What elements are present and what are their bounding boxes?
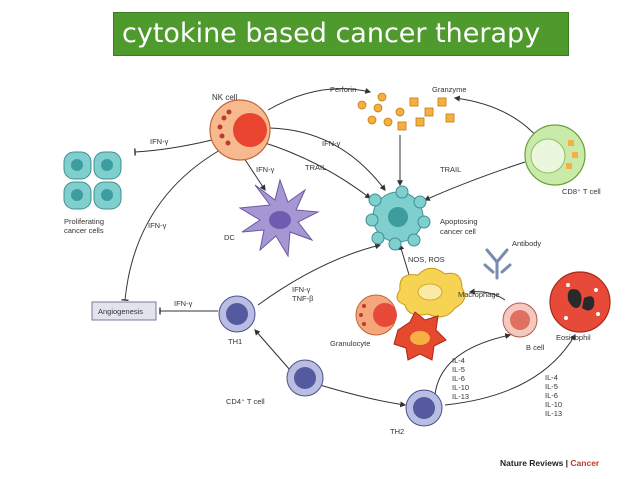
nk-cell-label: NK cell <box>212 93 238 102</box>
granzyme-label: Granzyme <box>432 85 467 94</box>
il-b-6: IL-6 <box>545 391 558 400</box>
arrow-th2-to-eosinophil <box>444 333 576 406</box>
arrow-nk-trail-to-apoptosing <box>261 141 371 199</box>
apoptosing-label-line2: cancer cell <box>440 227 476 236</box>
cd4-t-cell <box>286 359 324 397</box>
arrow-macrophage-to-apoptosing <box>398 243 411 279</box>
il-b-5: IL-5 <box>545 382 558 391</box>
apoptosing-cancer-cell <box>365 185 431 251</box>
th1-label: TH1 <box>228 337 242 346</box>
arrow-nk-to-perforin <box>267 87 372 111</box>
dendritic-cell <box>238 178 320 258</box>
ifn-gamma-label-th1-apoptosing: IFN-γ <box>292 285 311 294</box>
slide-title: cytokine based cancer therapy <box>113 12 569 56</box>
arrow-th2-to-bcell <box>434 333 512 396</box>
credit-journal: Cancer <box>570 458 600 468</box>
macrophage-label: Macrophage <box>458 290 500 299</box>
b-cell-label: B cell <box>526 343 545 352</box>
angiogenesis-label: Angiogenesis <box>98 307 143 316</box>
il-a-10: IL-10 <box>452 383 469 392</box>
ifn-gamma-label-dc: IFN-γ <box>256 165 275 174</box>
il-list-eosinophil: IL-4 IL-5 IL-6 IL-10 IL-13 <box>545 373 562 418</box>
il-a-13: IL-13 <box>452 392 469 401</box>
credit-separator: | <box>563 458 570 468</box>
arrow-cd4-to-th1 <box>254 329 291 371</box>
il-list-th2: IL-4 IL-5 IL-6 IL-10 IL-13 <box>452 356 469 401</box>
b-cell <box>502 302 538 338</box>
connectors <box>121 87 576 408</box>
antibody-label: Antibody <box>512 239 541 248</box>
inhibit-nk-to-angiogenesis <box>121 149 221 302</box>
tnf-beta-label: TNF-β <box>292 294 314 303</box>
arrow-nk-ifn-to-apoptosing <box>269 127 386 191</box>
granulocyte-burst <box>393 311 447 361</box>
il-a-5: IL-5 <box>452 365 465 374</box>
il-b-10: IL-10 <box>545 400 562 409</box>
granulocyte-label: Granulocyte <box>330 339 370 348</box>
th2-cell <box>405 389 443 427</box>
credit-publisher: Nature Reviews <box>500 458 564 468</box>
th1-cell <box>218 295 256 333</box>
nos-ros-label: NOS, ROS <box>408 255 445 264</box>
arrow-th1-to-apoptosing <box>257 243 382 306</box>
macrophage <box>396 267 466 318</box>
apoptosing-label-line1: Apoptosing <box>440 217 478 226</box>
perforin-label: Perforin <box>330 85 356 94</box>
arrow-nk-to-dc <box>241 154 266 192</box>
eosinophil-label: Eosinophil <box>556 333 591 342</box>
angiogenesis-box <box>91 301 157 321</box>
proliferating-cancer-cells <box>63 151 122 210</box>
arrow-cd8-to-granzyme <box>453 95 541 141</box>
ifn-gamma-label-th1: IFN-γ <box>174 299 193 308</box>
trail-label-nk: TRAIL <box>305 163 326 172</box>
dc-label: DC <box>224 233 235 242</box>
trail-label-cd8: TRAIL <box>440 165 461 174</box>
proliferating-label-line1: Proliferating <box>64 217 104 226</box>
arrow-bcell-to-macrophage <box>468 288 506 301</box>
cd4-t-cell-label: CD4⁺ T cell <box>226 397 265 406</box>
il-b-4: IL-4 <box>545 373 558 382</box>
perforin-granules <box>357 92 405 127</box>
il-a-4: IL-4 <box>452 356 465 365</box>
granzyme-granules <box>397 97 455 131</box>
ifn-gamma-label-apoptosing: IFN-γ <box>322 139 341 148</box>
il-a-6: IL-6 <box>452 374 465 383</box>
eosinophil <box>549 271 611 333</box>
arrow-cd4-to-th2 <box>319 384 407 408</box>
th2-label: TH2 <box>390 427 404 436</box>
nature-reviews-credit: Nature Reviews | Cancer <box>500 458 600 468</box>
ifn-gamma-label-proliferating: IFN-γ <box>150 137 169 146</box>
arrow-cd8-trail-to-apoptosing <box>423 161 526 201</box>
nk-cell <box>209 99 271 161</box>
proliferating-label-line2: cancer cells <box>64 226 104 235</box>
ifn-gamma-label-angiogenesis: IFN-γ <box>148 221 167 230</box>
cd8-t-cell-label: CD8⁺ T cell <box>562 187 601 196</box>
il-b-13: IL-13 <box>545 409 562 418</box>
cd8-t-cell <box>524 124 586 186</box>
inhibit-nk-to-proliferating <box>134 139 213 156</box>
antibody <box>483 248 512 280</box>
granulocyte <box>355 294 397 336</box>
